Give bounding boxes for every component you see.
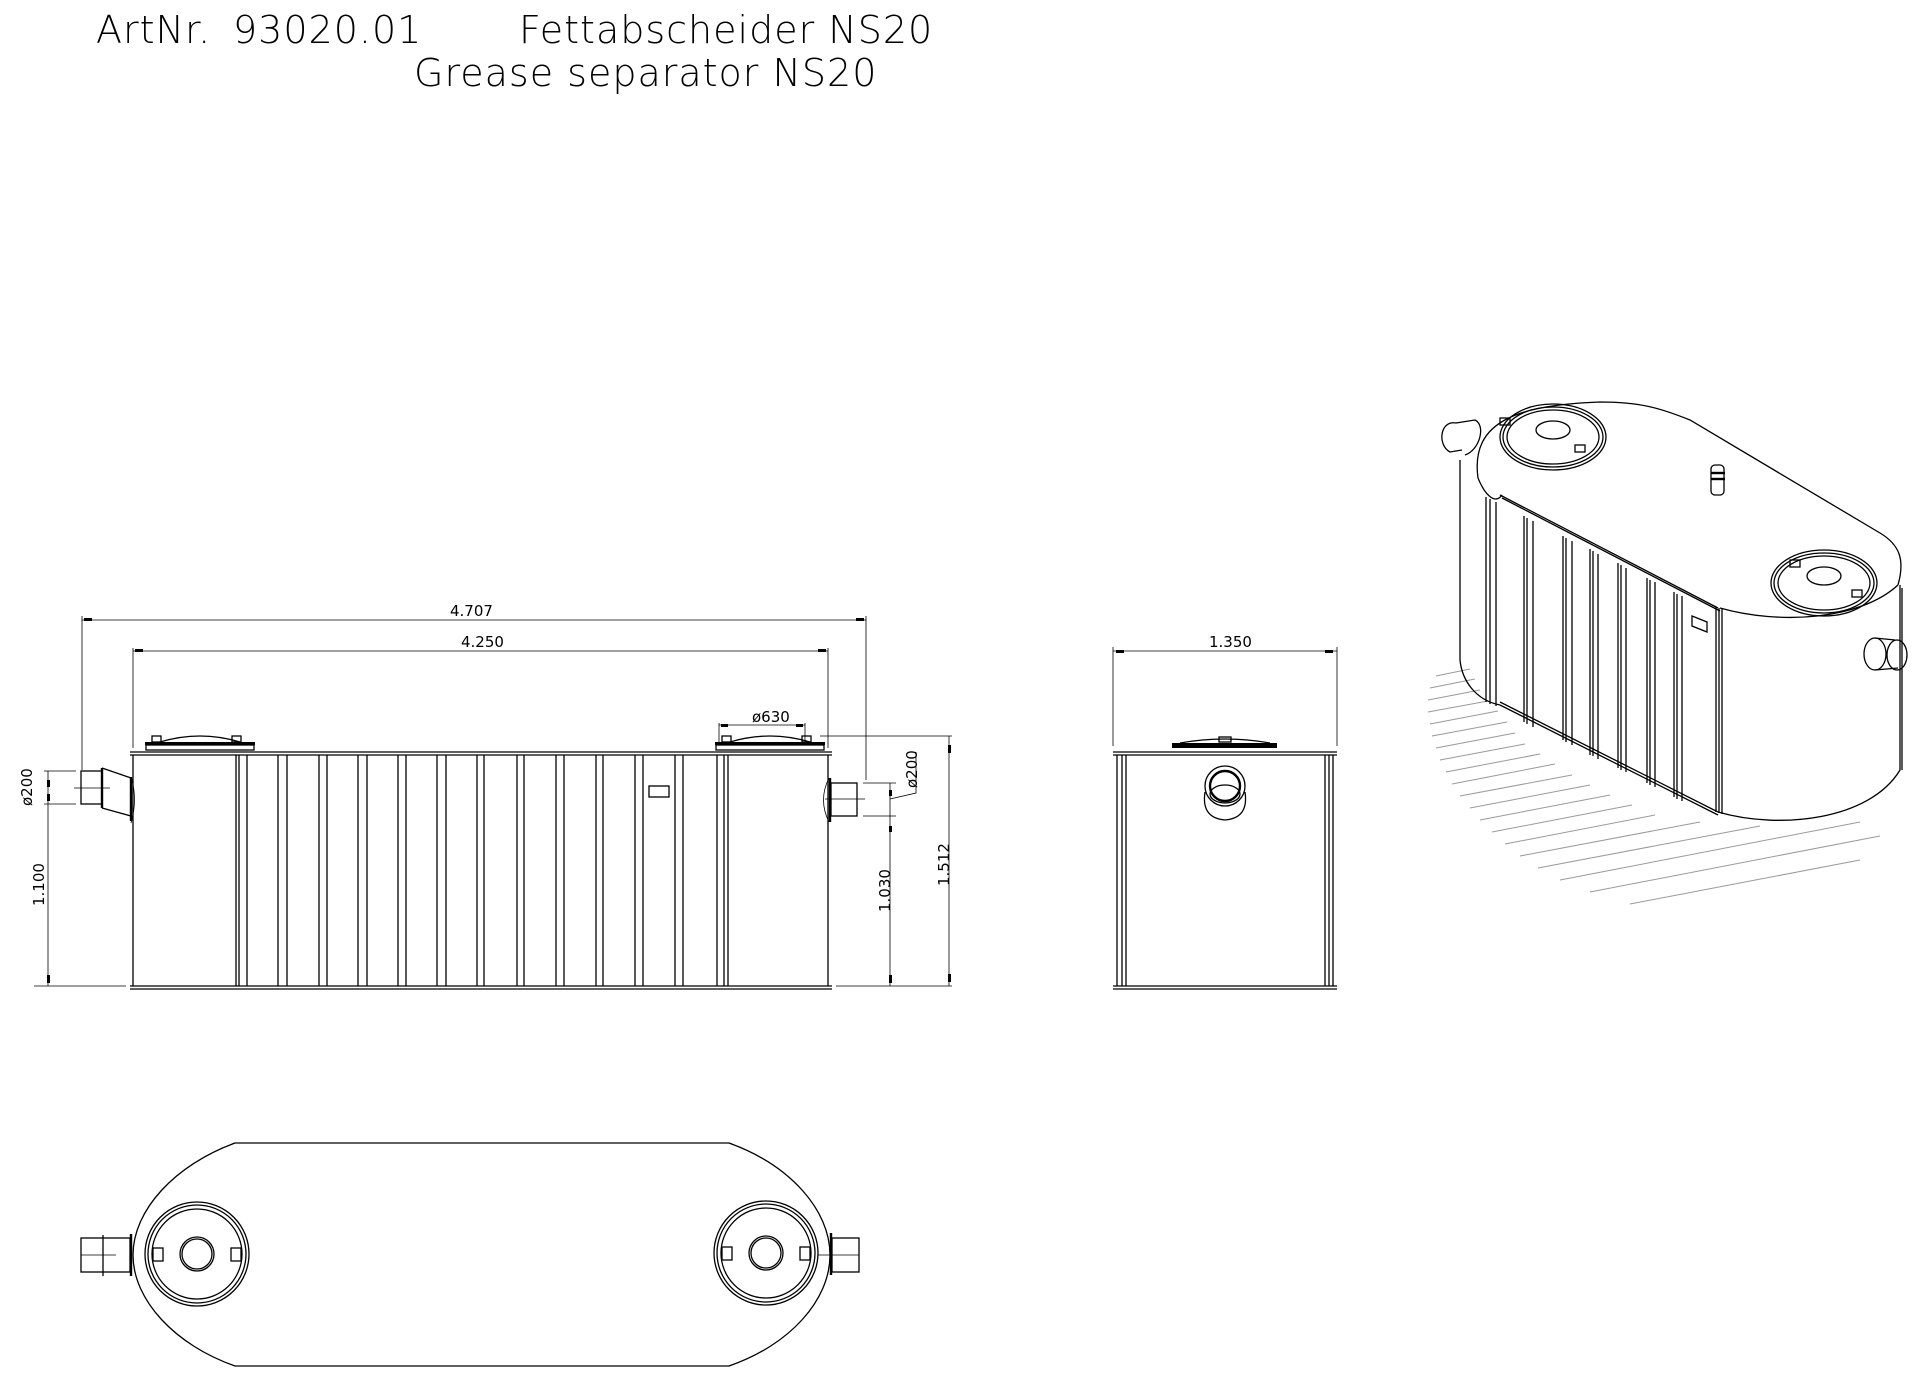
- manhole-lid-right: [715, 735, 825, 751]
- art-number-label: ArtNr.: [96, 8, 211, 52]
- manhole-top-left: [144, 1201, 250, 1307]
- svg-text:ø630: ø630: [752, 708, 790, 726]
- dimension-manhole-diameter: ø630: [718, 708, 806, 744]
- dimension-inlet: ø200 1.100: [18, 768, 126, 987]
- svg-text:1.512: 1.512: [935, 843, 953, 886]
- iso-manhole-left: [1499, 403, 1607, 471]
- top-view: [80, 1142, 860, 1367]
- iso-manhole-right: [1770, 549, 1878, 617]
- iso-outlet-pipe: [1863, 637, 1908, 671]
- svg-text:4.707: 4.707: [450, 602, 493, 620]
- type-plate: [648, 785, 670, 798]
- iso-vent-pipe: [1710, 464, 1725, 496]
- product-name-de: Fettabscheider NS20: [519, 8, 933, 52]
- pipe-end-view: [1203, 765, 1247, 821]
- iso-type-plate: [1691, 615, 1708, 633]
- tank-ribs: [235, 755, 729, 986]
- outlet-pipe-top: [818, 1233, 860, 1275]
- outlet-pipe: [823, 777, 865, 823]
- dimension-overall-length: 4.707: [81, 602, 867, 780]
- inlet-pipe: [74, 767, 135, 824]
- svg-text:1.350: 1.350: [1209, 633, 1252, 651]
- iso-ribs: [1485, 497, 1723, 814]
- svg-text:ø200: ø200: [903, 750, 921, 788]
- manhole-lid-left: [145, 735, 255, 751]
- dimension-body-length: 4.250: [132, 633, 829, 748]
- svg-text:4.250: 4.250: [461, 633, 504, 651]
- manhole-top-right: [713, 1200, 819, 1306]
- iso-inlet-pipe: [1441, 419, 1482, 456]
- art-number: 93020.01: [233, 8, 422, 52]
- manhole-lid-side: [1172, 736, 1277, 748]
- svg-text:ø200: ø200: [18, 768, 36, 806]
- dimension-width: 1.350: [1112, 633, 1338, 746]
- svg-text:1.100: 1.100: [30, 863, 48, 906]
- inlet-pipe-top: [80, 1234, 133, 1276]
- dimension-outlet: ø200 1.030 1.512: [820, 735, 953, 987]
- isometric-view: [1427, 401, 1908, 905]
- side-view: 1.350: [1112, 633, 1338, 990]
- product-name-en: Grease separator NS20: [414, 51, 877, 95]
- svg-text:1.030: 1.030: [876, 869, 894, 912]
- front-view: 4.707 4.250 ø630 ø: [18, 602, 953, 990]
- title-block: ArtNr. 93020.01 Fettabscheider NS20 Grea…: [96, 8, 933, 95]
- ground-hatch: [1427, 668, 1881, 905]
